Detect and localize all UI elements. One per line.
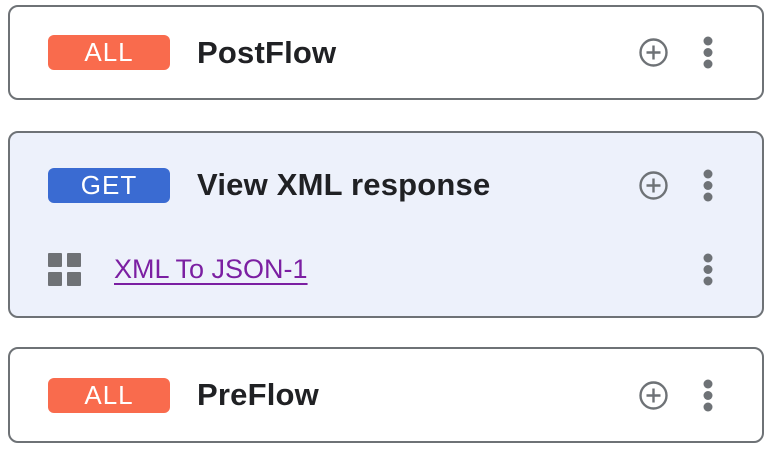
more-options-button[interactable] <box>703 169 713 202</box>
conditional-flow-row: GET View XML response <box>10 161 762 209</box>
add-step-button[interactable] <box>638 37 669 68</box>
flow-title-postflow: PostFlow <box>197 34 337 70</box>
method-badge-get: GET <box>48 167 170 203</box>
postflow-card[interactable]: ALL PostFlow <box>8 5 764 100</box>
policy-row: XML To JSON-1 <box>10 245 762 293</box>
method-badge-all: ALL <box>48 377 170 413</box>
policy-more-options-button[interactable] <box>703 253 713 286</box>
more-vert-icon <box>703 169 713 201</box>
flow-title-preflow: PreFlow <box>197 377 319 412</box>
method-badge-all: ALL <box>48 35 170 70</box>
preflow-row: ALL PreFlow <box>10 349 762 441</box>
postflow-row: ALL PostFlow <box>10 7 762 98</box>
policy-grid-icon <box>48 252 81 286</box>
add-step-button[interactable] <box>638 170 669 201</box>
more-options-button[interactable] <box>703 36 713 69</box>
add-circle-icon <box>639 170 668 200</box>
policy-link-xml-to-json[interactable]: XML To JSON-1 <box>114 253 308 284</box>
more-vert-icon <box>703 36 713 69</box>
add-circle-icon <box>639 38 668 67</box>
flow-title-view-xml-response: View XML response <box>197 167 491 202</box>
add-step-button[interactable] <box>638 380 669 411</box>
more-vert-icon <box>703 253 713 285</box>
more-options-button[interactable] <box>703 379 713 412</box>
conditional-flow-card[interactable]: GET View XML response XML To <box>8 131 764 318</box>
add-circle-icon <box>639 380 668 410</box>
more-vert-icon <box>703 379 713 411</box>
preflow-card[interactable]: ALL PreFlow <box>8 347 764 443</box>
